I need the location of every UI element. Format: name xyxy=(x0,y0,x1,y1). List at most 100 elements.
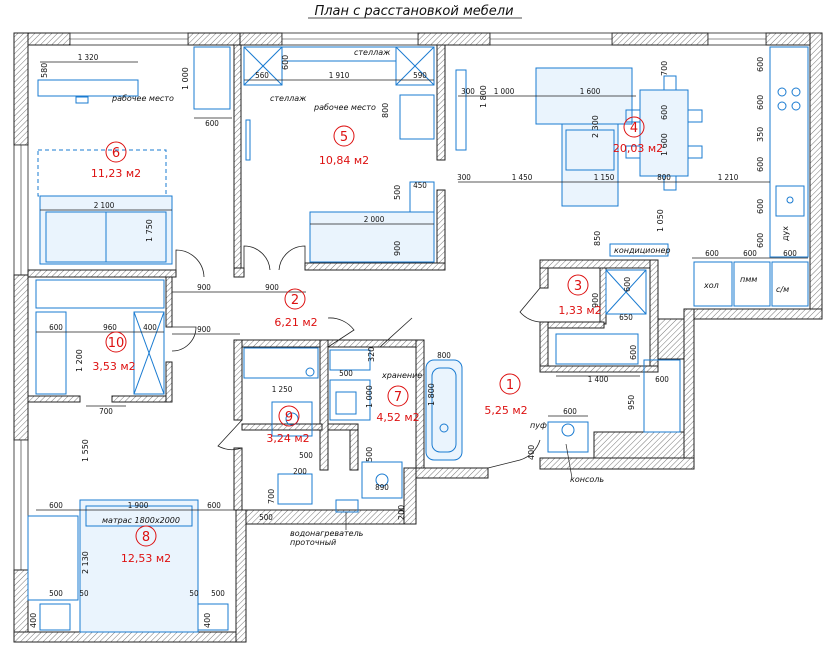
room-2-area: 6,21 м2 xyxy=(274,316,317,329)
svg-text:50: 50 xyxy=(79,589,89,598)
kitchen-counter xyxy=(769,46,809,258)
conditioner xyxy=(609,243,669,257)
svg-text:600: 600 xyxy=(623,277,632,292)
svg-text:1 900: 1 900 xyxy=(128,501,149,510)
bathtub xyxy=(425,359,463,461)
svg-text:1 550: 1 550 xyxy=(81,439,90,462)
svg-text:600: 600 xyxy=(756,199,765,214)
svg-text:2 300: 2 300 xyxy=(591,115,600,138)
svg-text:560: 560 xyxy=(255,71,269,80)
bed xyxy=(79,499,199,633)
shelf-5b xyxy=(395,46,435,86)
svg-text:1 600: 1 600 xyxy=(660,133,669,156)
svg-text:400: 400 xyxy=(203,613,212,628)
svg-text:700: 700 xyxy=(99,407,113,416)
svg-text:1 000: 1 000 xyxy=(365,385,374,408)
svg-text:600: 600 xyxy=(756,95,765,110)
svg-text:2 130: 2 130 xyxy=(81,551,90,574)
chair-left xyxy=(75,96,89,104)
svg-text:50: 50 xyxy=(189,589,199,598)
svg-text:350: 350 xyxy=(756,127,765,142)
interior-walls xyxy=(27,44,685,511)
water-heater-label: водонагреватель xyxy=(290,529,364,538)
svg-text:800: 800 xyxy=(381,103,390,118)
svg-text:320: 320 xyxy=(367,347,376,362)
svg-text:600: 600 xyxy=(756,57,765,72)
svg-text:500: 500 xyxy=(365,447,374,462)
svg-text:600: 600 xyxy=(756,157,765,172)
svg-text:1 910: 1 910 xyxy=(329,71,350,80)
shelf-left-label: стеллаж xyxy=(270,94,307,103)
svg-text:800: 800 xyxy=(437,351,451,360)
sofa-4-bottom xyxy=(561,123,619,207)
plan-title: План с расстановкой мебели xyxy=(314,4,513,19)
room-6-number: 6 xyxy=(112,146,120,161)
dining-table xyxy=(639,89,689,177)
svg-text:600: 600 xyxy=(281,55,290,70)
mattress-label: матрас 1800х2000 xyxy=(102,516,180,525)
console-label: консоль xyxy=(570,475,604,484)
appliances-row: 600 600 600 хол пмм с/м xyxy=(692,249,809,307)
svg-text:2 000: 2 000 xyxy=(364,215,385,224)
svg-text:200: 200 xyxy=(293,467,307,476)
fridge-label: хол xyxy=(703,281,719,290)
room-5-area: 10,84 м2 xyxy=(319,154,369,167)
svg-text:500: 500 xyxy=(259,513,273,522)
svg-text:700: 700 xyxy=(267,489,276,504)
svg-text:500: 500 xyxy=(49,589,63,598)
doors xyxy=(171,245,541,469)
svg-text:600: 600 xyxy=(783,249,797,258)
shelf-5a xyxy=(243,46,283,86)
svg-text:1 450: 1 450 xyxy=(512,173,533,182)
oven-label: дух xyxy=(781,226,790,241)
svg-text:400: 400 xyxy=(527,445,536,460)
room-10-number: 10 xyxy=(108,336,125,351)
room-7-area: 4,52 м2 xyxy=(376,411,419,424)
room-3: 650 900 600 3 1,33 м2 xyxy=(558,269,647,322)
room-9-area: 3,24 м2 xyxy=(266,432,309,445)
room-2: 900 900 900 2 6,21 м2 xyxy=(172,283,318,335)
svg-text:1 800: 1 800 xyxy=(479,85,488,108)
svg-text:1 200: 1 200 xyxy=(75,349,84,372)
room-10: 600 960 400 1 200 10 3,53 м2 700 xyxy=(35,279,165,416)
room-1-area: 5,25 м2 xyxy=(484,404,527,417)
room-10-area: 3,53 м2 xyxy=(92,360,135,373)
sofa-5 xyxy=(309,211,435,263)
svg-text:300: 300 xyxy=(461,87,475,96)
workplace-left-label: рабочее место xyxy=(111,94,174,103)
water-heater-label-2: проточный xyxy=(290,538,336,547)
svg-text:600: 600 xyxy=(756,233,765,248)
wardrobe-6 xyxy=(193,46,231,110)
washer xyxy=(771,261,809,307)
room-9: 1 250 500 200 700 500 9 3,24 м2 xyxy=(243,347,319,522)
svg-text:900: 900 xyxy=(265,283,279,292)
svg-text:1 210: 1 210 xyxy=(718,173,739,182)
svg-text:950: 950 xyxy=(627,395,636,410)
room-1: 1 400 600 600 950 600 пуф консоль 400 1 … xyxy=(484,333,681,484)
svg-text:600: 600 xyxy=(655,375,669,384)
svg-text:500: 500 xyxy=(339,369,353,378)
room-4: дух 300 1 000 1 600 1 800 700 600 2 300 … xyxy=(455,46,809,258)
pouf-label: пуф xyxy=(530,421,547,430)
svg-text:450: 450 xyxy=(413,181,427,190)
svg-text:600: 600 xyxy=(660,105,669,120)
storage-label: хранение xyxy=(381,371,422,380)
svg-text:500: 500 xyxy=(393,185,402,200)
svg-text:800: 800 xyxy=(657,173,671,182)
room-4-area: 20,03 м2 xyxy=(613,142,663,155)
svg-text:1 150: 1 150 xyxy=(594,173,615,182)
svg-text:1 250: 1 250 xyxy=(272,385,293,394)
room-8-number: 8 xyxy=(142,530,150,545)
svg-text:900: 900 xyxy=(197,325,211,334)
svg-text:650: 650 xyxy=(619,313,633,322)
workplace-mid-label: рабочее место xyxy=(313,103,376,112)
svg-text:1 000: 1 000 xyxy=(181,67,190,90)
washer-label: с/м xyxy=(776,285,789,294)
svg-text:600: 600 xyxy=(205,119,219,128)
desk-5 xyxy=(281,46,397,62)
shelf-top-label: стеллаж xyxy=(354,48,391,57)
svg-text:1 800: 1 800 xyxy=(427,383,436,406)
svg-text:900: 900 xyxy=(393,241,402,256)
svg-text:580: 580 xyxy=(40,63,49,78)
